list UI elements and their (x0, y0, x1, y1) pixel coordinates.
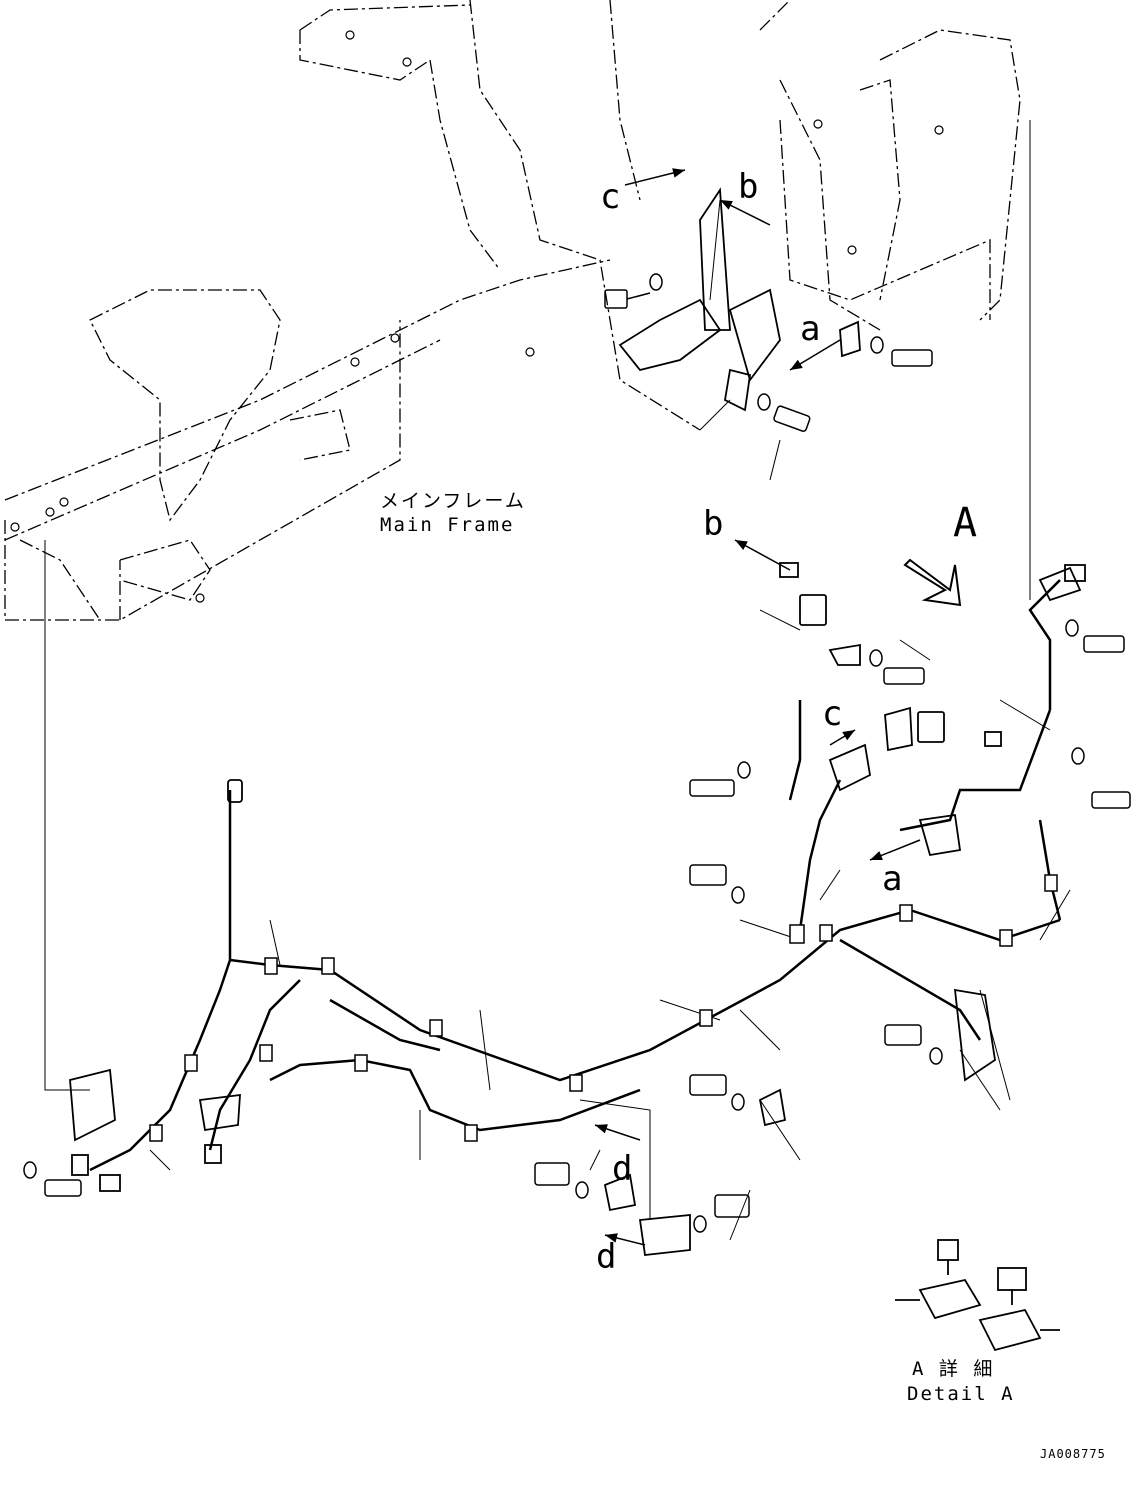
harness-clips (149, 874, 1058, 1142)
brackets-and-connectors (69, 187, 1086, 1256)
detail-a-label-jp: A 詳 細 (912, 1358, 995, 1380)
callout-a-bottom: a (882, 859, 903, 899)
view-a-arrow (903, 558, 962, 607)
view-a-label: A (953, 500, 978, 546)
main-frame-label-jp: メインフレーム (380, 490, 526, 512)
callout-b-top: b (738, 167, 759, 207)
leader-lines (44, 120, 1071, 1241)
callout-d-bottom: d (596, 1237, 617, 1277)
frame-fasteners (10, 30, 944, 603)
drawing-number: JA008775 (1040, 1447, 1106, 1461)
callout-c-bottom: c (822, 694, 843, 734)
callout-arrows (594, 168, 921, 1246)
callout-b-bottom: b (703, 504, 724, 544)
callout-d-top: d (612, 1149, 633, 1189)
main-frame-label-en: Main Frame (380, 514, 515, 536)
wiring-harness (89, 579, 1062, 1172)
bolts-and-washers (23, 273, 1131, 1233)
callout-c-top: c (600, 177, 621, 217)
detail-a-label-en: Detail A (907, 1383, 1015, 1405)
main-frame-outline (4, 0, 1021, 621)
callout-a-top: a (800, 309, 821, 349)
detail-a-connectors (895, 1239, 1060, 1352)
